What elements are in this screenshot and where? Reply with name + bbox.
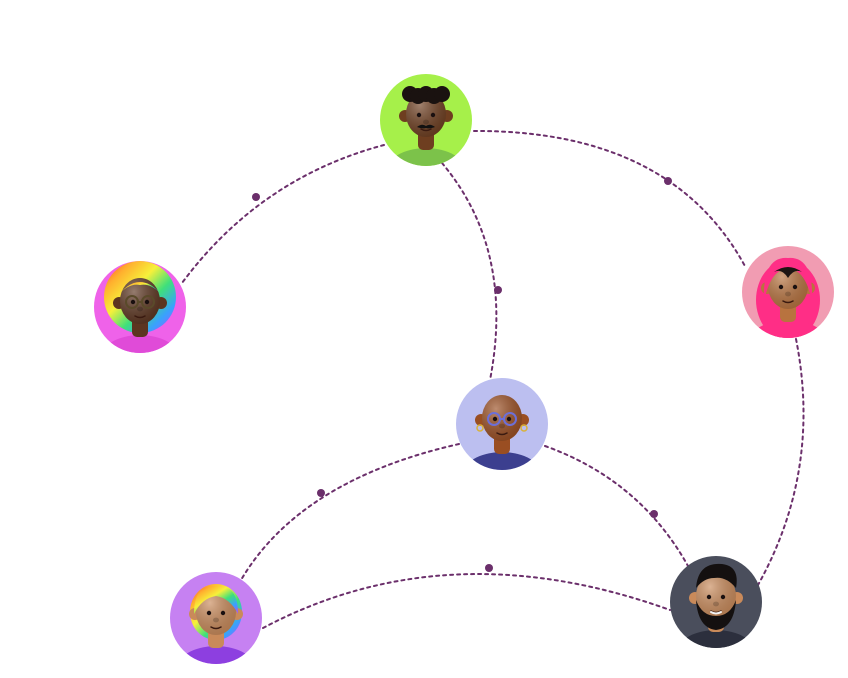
avatar-figure: [100, 261, 180, 353]
avatar-rainbow-hair-woman[interactable]: [94, 261, 186, 383]
connection-line: [240, 443, 460, 581]
connection-line: [441, 162, 498, 381]
connection-bald-glasses-man-to-rainbow-bob-woman: [240, 443, 460, 581]
avatar-figure: [462, 395, 542, 470]
connection-line: [262, 573, 671, 629]
avatar-bearded-man[interactable]: [670, 556, 762, 678]
avatar-figure: [386, 86, 466, 166]
connection-midpoint-dot: [317, 489, 325, 497]
avatar-rainbow-bob-woman[interactable]: [170, 572, 262, 678]
connections-layer: [181, 129, 805, 629]
connection-line: [473, 129, 747, 269]
connection-line: [757, 338, 805, 586]
connection-line: [181, 144, 385, 284]
connection-rainbow-bob-woman-to-bearded-man: [262, 564, 671, 629]
connection-midpoint-dot: [494, 286, 502, 294]
connection-line: [544, 445, 689, 567]
avatar-bald-glasses-man[interactable]: [456, 378, 548, 500]
connection-midpoint-dot: [650, 510, 658, 518]
connection-mustache-man-to-rainbow-hair-woman: [181, 144, 385, 284]
avatar-figure: [748, 257, 828, 338]
connection-midpoint-dot: [485, 564, 493, 572]
avatar-figure: [176, 584, 256, 664]
avatar-figure: [676, 563, 756, 648]
avatar-hijab-woman[interactable]: [742, 246, 834, 368]
connection-midpoint-dot: [664, 177, 672, 185]
avatar-mustache-man[interactable]: [380, 74, 472, 196]
connection-bald-glasses-man-to-bearded-man: [544, 445, 689, 567]
avatars-layer: [94, 74, 834, 678]
connection-mustache-man-to-bald-glasses-man: [441, 162, 502, 381]
connection-midpoint-dot: [252, 193, 260, 201]
connection-hijab-woman-to-bearded-man: [757, 338, 805, 586]
connection-mustache-man-to-hijab-woman: [473, 129, 747, 269]
